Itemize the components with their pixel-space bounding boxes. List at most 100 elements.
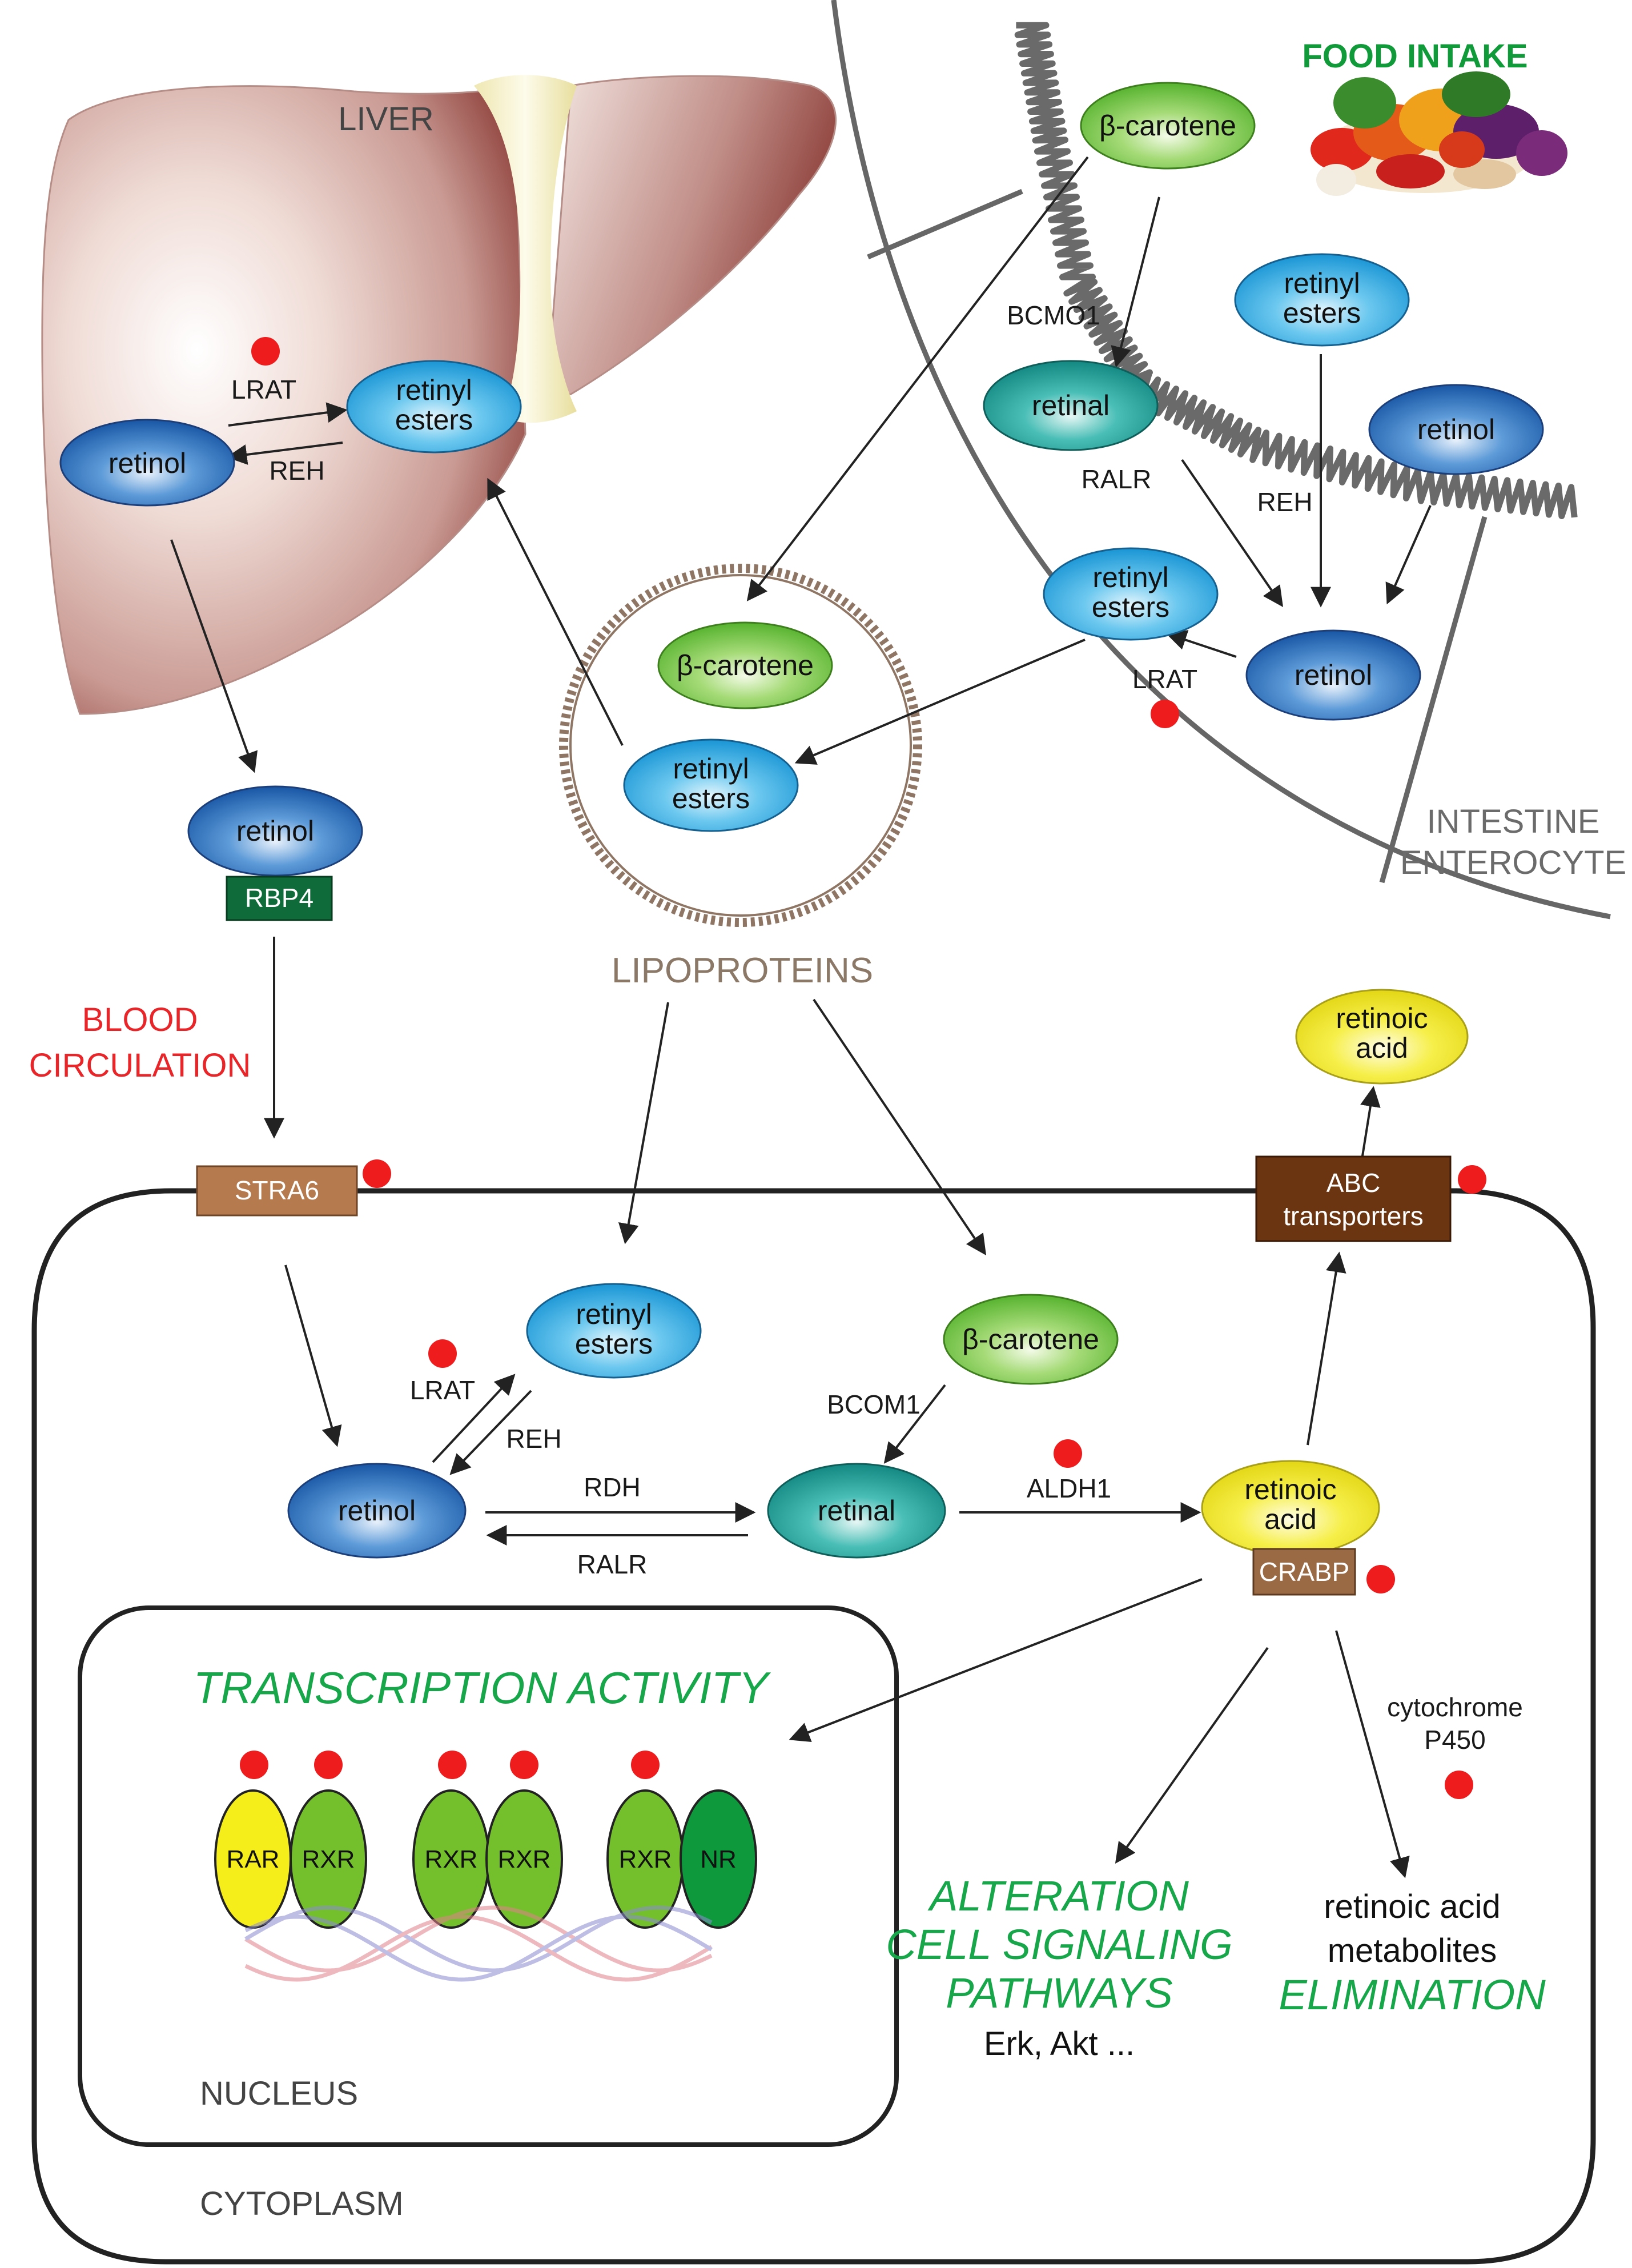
nucleus-title: NUCLEUS <box>200 2075 358 2112</box>
gut-retinyl-esters-formed-label-1: retinyl <box>1092 561 1168 593</box>
gut-retinol-label: retinol <box>1295 659 1372 691</box>
food-vegetables-image <box>1311 71 1567 196</box>
rbp4-box <box>226 876 333 921</box>
gut-retinol-dietary <box>1368 384 1544 475</box>
lipo-retinyl-esters-label-1: retinyl <box>673 753 749 785</box>
stra6-label: STRA6 <box>235 1175 319 1205</box>
elimination-title: ELIMINATION <box>1279 1971 1546 2018</box>
stra6-transporter <box>196 1165 358 1217</box>
receptor-nr <box>680 1789 757 1929</box>
transcription-activity-title: TRANSCRIPTION ACTIVITY <box>194 1663 771 1713</box>
nucleus-membrane <box>78 1605 899 2147</box>
lipo-retinyl-esters-label-2: esters <box>672 782 750 814</box>
gut-bcmo1-label: BCMO1 <box>1007 300 1100 330</box>
abc-transporters <box>1255 1155 1452 1242</box>
liver-ligament <box>474 75 577 423</box>
receptor-rxr-3 <box>485 1789 563 1929</box>
cell-retinal-label: retinal <box>818 1495 895 1527</box>
enterocyte-side-membrane-2 <box>1379 516 1488 884</box>
intestine-title-1: INTESTINE <box>1427 803 1600 840</box>
cytochrome-label-2: P450 <box>1424 1725 1485 1755</box>
alteration-title-1: ALTERATION <box>927 1872 1189 1920</box>
intestine-title-2: ENTEROCYTE <box>1400 844 1626 881</box>
food-intake-title: FOOD INTAKE <box>1302 38 1528 75</box>
cell-aldh1-label: ALDH1 <box>1027 1474 1111 1503</box>
dna-double-helix <box>244 1905 713 1982</box>
gut-retinal <box>983 360 1159 451</box>
gut-retinyl-esters-formed <box>1043 547 1219 641</box>
liver-reh-label: REH <box>269 456 324 485</box>
extracellular-retinoic-acid-label-1: retinoic <box>1336 1002 1428 1034</box>
cell-retinal <box>767 1463 946 1559</box>
blood-retinol <box>187 785 363 877</box>
gut-reh-label: REH <box>1257 487 1312 517</box>
rar-label: RAR <box>227 1845 280 1873</box>
rxr-label-3: RXR <box>498 1845 551 1873</box>
extracellular-retinoic-acid-label-2: acid <box>1356 1032 1408 1064</box>
abc-transporters-label-2: transporters <box>1283 1201 1423 1231</box>
reaction-arrows <box>170 156 1432 1878</box>
gut-retinyl-esters-formed-label-2: esters <box>1092 591 1169 623</box>
gut-retinol <box>1245 629 1421 721</box>
receptor-rxr-1 <box>290 1789 367 1929</box>
cytochrome-label-1: cytochrome <box>1387 1692 1523 1722</box>
cell-beta-carotene <box>943 1294 1119 1385</box>
gut-retinyl-esters-dietary-label-1: retinyl <box>1284 267 1360 299</box>
extracellular-retinoic-acid <box>1295 989 1469 1085</box>
metabolites-label-2: metabolites <box>1328 1932 1497 1969</box>
liver-retinyl-esters <box>346 360 522 453</box>
cell-rdh-label: RDH <box>584 1472 641 1502</box>
alteration-title-2: CELL SIGNALING <box>886 1921 1232 1968</box>
rxr-label-2: RXR <box>425 1845 478 1873</box>
cell-retinol-label: retinol <box>338 1495 416 1527</box>
cell-reh-label: REH <box>506 1424 561 1454</box>
gut-retinyl-esters-dietary <box>1234 253 1410 347</box>
gut-ralr-label: RALR <box>1082 464 1152 494</box>
lipo-retinyl-esters <box>623 738 799 832</box>
lipo-beta-carotene-label: β-carotene <box>677 649 814 681</box>
liver-retinol <box>59 419 235 507</box>
cell-retinyl-esters <box>526 1283 702 1379</box>
cell-retinyl-esters-label-2: esters <box>575 1328 653 1360</box>
liver-lrat-label: LRAT <box>231 375 296 404</box>
crabp-box <box>1252 1548 1356 1596</box>
erk-akt-label: Erk, Akt ... <box>984 2025 1135 2062</box>
brush-border-microvilli <box>1014 22 1578 519</box>
cytoplasm-title: CYTOPLASM <box>200 2185 404 2222</box>
cell-bcom1-label: BCOM1 <box>827 1390 920 1419</box>
cell-membrane <box>31 1188 1596 2265</box>
marker-dots <box>240 337 1486 1799</box>
liver-title: LIVER <box>338 101 434 138</box>
cell-beta-carotene-label: β-carotene <box>962 1323 1099 1355</box>
blood-title-1: BLOOD <box>82 1001 198 1038</box>
cell-retinyl-esters-label-1: retinyl <box>576 1298 652 1330</box>
gut-beta-carotene-label: β-carotene <box>1099 110 1236 142</box>
liver-right-lobe <box>547 75 837 398</box>
gut-retinyl-esters-dietary-label-2: esters <box>1283 297 1361 329</box>
crabp-label: CRABP <box>1259 1557 1349 1587</box>
enterocyte-side-membrane-1 <box>867 188 1023 260</box>
gut-retinol-dietary-label: retinol <box>1417 414 1495 445</box>
liver-organ <box>41 75 837 715</box>
liver-retinyl-esters-label-2: esters <box>395 404 473 436</box>
liver-left-lobe <box>41 84 526 715</box>
cell-retinoic-acid-label-1: retinoic <box>1244 1474 1336 1506</box>
cell-retinoic-acid-label-2: acid <box>1264 1503 1317 1535</box>
liver-retinyl-esters-label-1: retinyl <box>396 374 472 406</box>
abc-transporters-label-1: ABC <box>1326 1168 1381 1198</box>
blood-title-2: CIRCULATION <box>29 1047 251 1084</box>
cell-ralr-label: RALR <box>577 1550 648 1579</box>
cell-retinol <box>287 1463 467 1559</box>
gut-lrat-label: LRAT <box>1132 664 1197 694</box>
lipo-beta-carotene <box>657 621 833 709</box>
rxr-label-4: RXR <box>619 1845 672 1873</box>
nr-label: NR <box>700 1845 737 1873</box>
liver-retinol-label: retinol <box>108 447 186 479</box>
alteration-title-3: PATHWAYS <box>946 1969 1172 2017</box>
lipoproteins-title: LIPOPROTEINS <box>612 951 873 990</box>
rxr-label-1: RXR <box>302 1845 355 1873</box>
cell-lrat-label: LRAT <box>410 1375 475 1405</box>
metabolites-label-1: retinoic acid <box>1324 1888 1500 1925</box>
gut-beta-carotene <box>1080 82 1256 170</box>
